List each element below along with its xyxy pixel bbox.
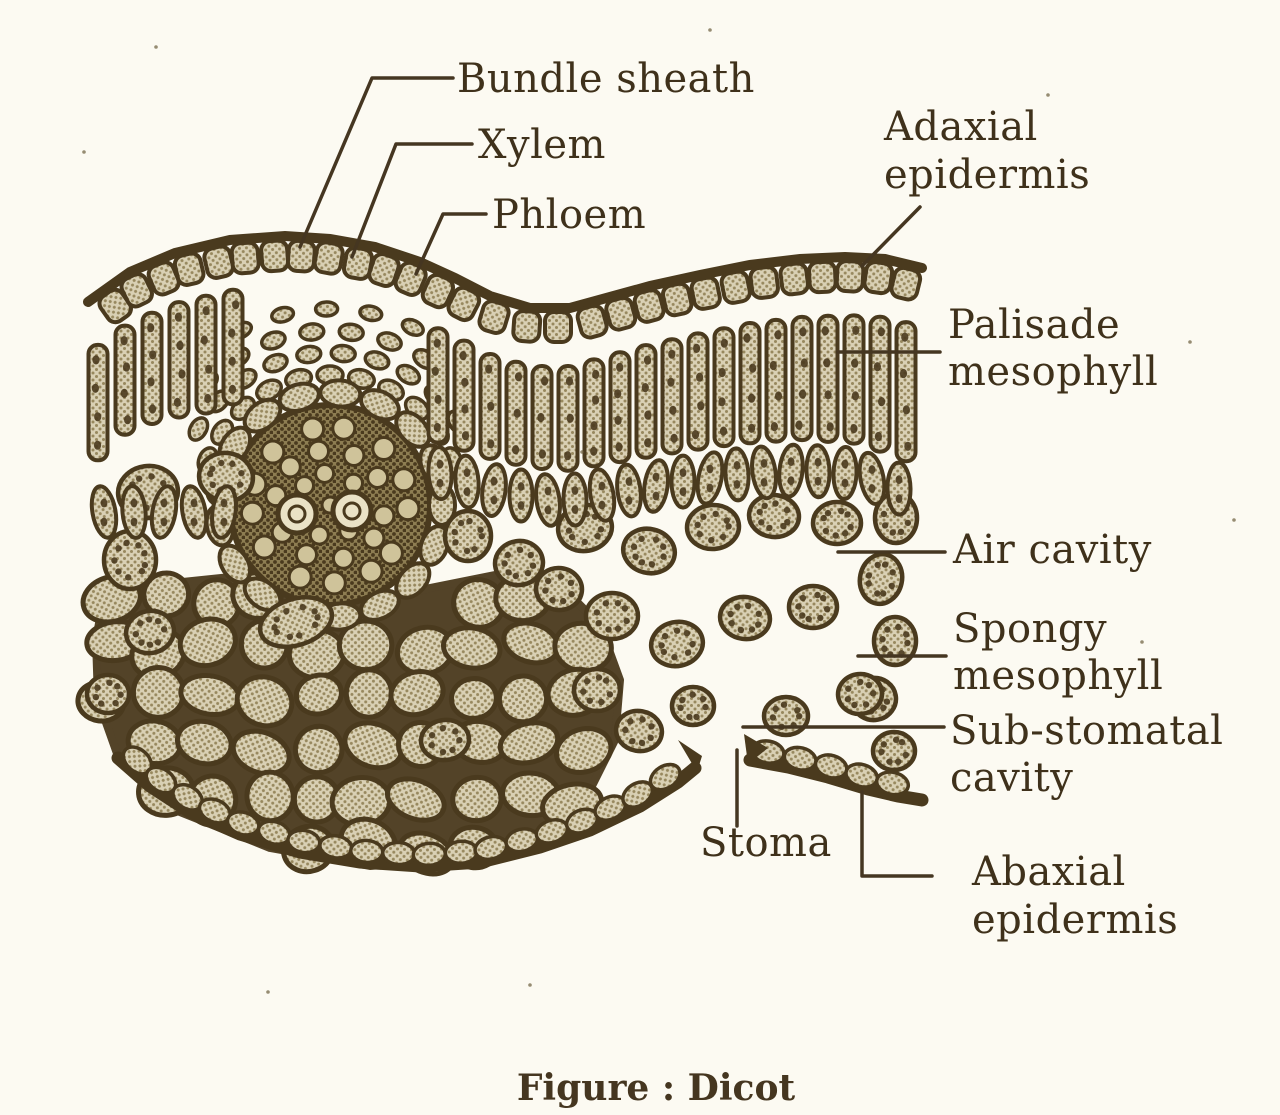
leaf-drawing bbox=[75, 28, 1236, 994]
palisade-mesophyll-cells bbox=[86, 287, 918, 540]
label-phloem: Phloem bbox=[492, 192, 646, 238]
label-stoma: Stoma bbox=[700, 820, 832, 866]
label-bundle-sheath: Bundle sheath bbox=[457, 56, 755, 102]
abaxial-epidermis-band bbox=[111, 734, 929, 873]
label-xylem: Xylem bbox=[478, 122, 606, 168]
leader-bundle-sheath bbox=[298, 76, 455, 249]
label-air-cavity: Air cavity bbox=[952, 527, 1152, 573]
figure-caption: Figure : Dicot bbox=[517, 1067, 796, 1109]
leader-xylem bbox=[350, 142, 474, 259]
leader-adaxial-epidermis bbox=[860, 205, 922, 268]
right-spongy-cells bbox=[418, 490, 920, 773]
leader-phloem bbox=[414, 212, 488, 276]
leader-lines bbox=[298, 76, 948, 878]
leader-abaxial-epidermis bbox=[860, 790, 934, 878]
paper-speckles bbox=[82, 28, 1236, 994]
